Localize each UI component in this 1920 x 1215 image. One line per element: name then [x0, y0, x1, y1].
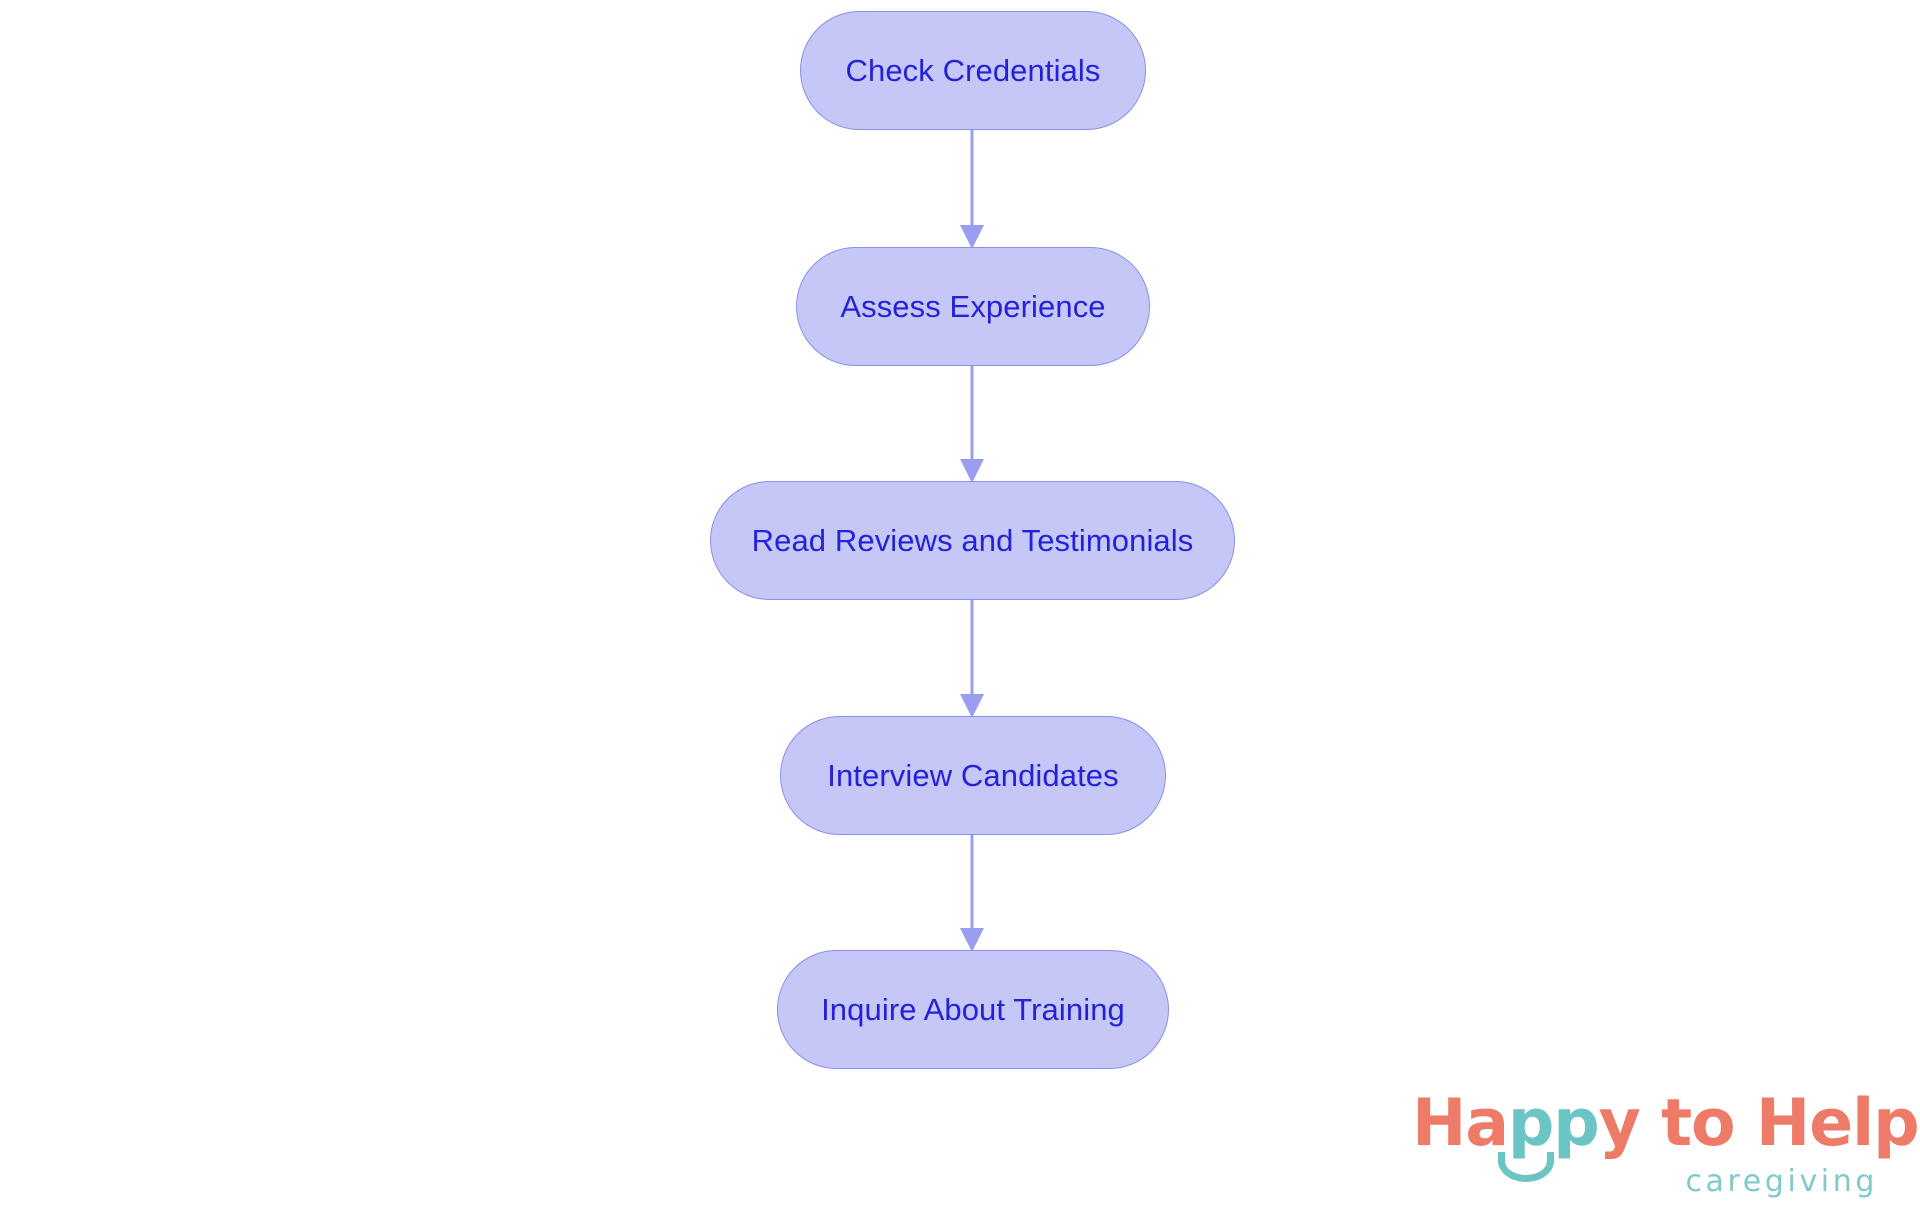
flow-node-label: Assess Experience	[840, 288, 1106, 324]
flowchart: Check Credentials Assess Experience Read…	[710, 11, 1235, 1069]
flow-node-read-reviews-and-testimonials[interactable]: Read Reviews and Testimonials	[710, 481, 1235, 600]
logo-text-y-to-help: y to Help	[1598, 1086, 1920, 1161]
brand-logo: Happy to Help caregiving	[1412, 1078, 1920, 1203]
flow-node-assess-experience[interactable]: Assess Experience	[796, 247, 1150, 366]
flow-node-label: Read Reviews and Testimonials	[751, 522, 1194, 558]
flow-node-inquire-about-training[interactable]: Inquire About Training	[777, 950, 1169, 1069]
logo-wordmark: Happy to Help	[1412, 1086, 1920, 1161]
flow-node-check-credentials[interactable]: Check Credentials	[800, 11, 1146, 130]
logo-text-ha: Ha	[1412, 1086, 1509, 1161]
flow-node-interview-candidates[interactable]: Interview Candidates	[780, 716, 1166, 835]
logo-text-pp: pp	[1507, 1086, 1600, 1161]
logo-tagline: caregiving	[1685, 1164, 1878, 1199]
smile-arc-icon	[1498, 1152, 1554, 1182]
flow-node-label: Check Credentials	[845, 52, 1101, 88]
flow-node-label: Inquire About Training	[821, 991, 1125, 1027]
flow-node-label: Interview Candidates	[827, 757, 1119, 793]
